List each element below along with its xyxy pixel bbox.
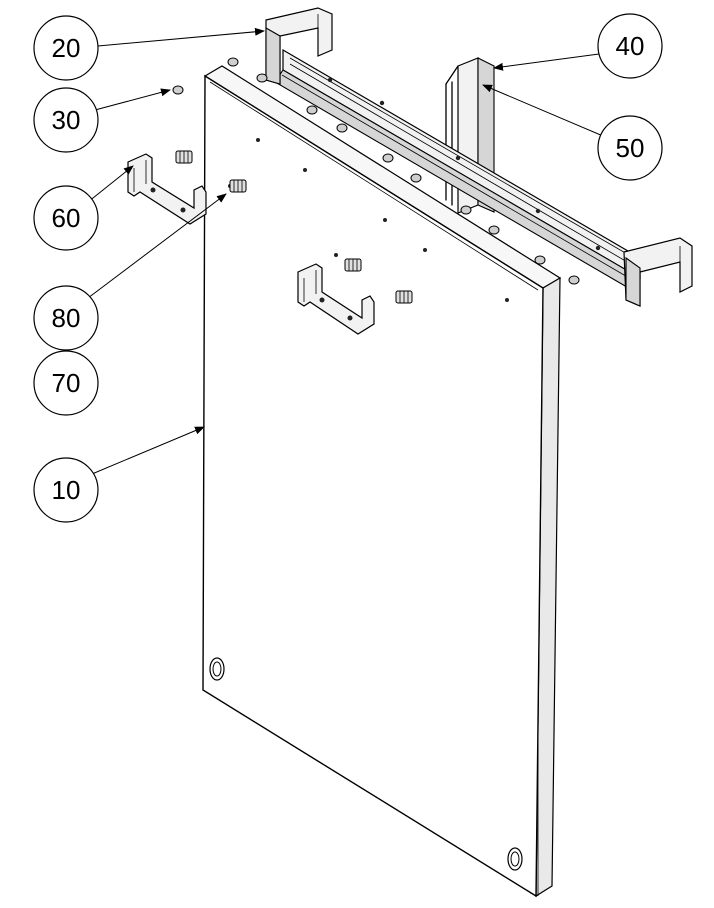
nuts [172, 57, 580, 285]
callout-60: 60 [33, 185, 99, 251]
u-bracket-upper [127, 153, 207, 225]
callout-80: 80 [33, 285, 99, 351]
u-bracket-lower [297, 263, 375, 335]
studs [175, 150, 413, 304]
callout-30: 30 [33, 87, 99, 153]
callout-20: 20 [33, 15, 99, 81]
callout-label-50: 50 [616, 133, 645, 163]
end-clip-left [265, 7, 333, 85]
callout-label-20: 20 [52, 33, 81, 63]
callout-50: 50 [597, 115, 663, 181]
callout-label-30: 30 [52, 105, 81, 135]
callout-40: 40 [597, 13, 663, 79]
callout-label-80: 80 [52, 303, 81, 333]
leader-lines [87, 27, 604, 475]
callout-label-10: 10 [52, 475, 81, 505]
callout-label-70: 70 [52, 368, 81, 398]
callout-70: 70 [33, 350, 99, 416]
callout-10: 10 [33, 457, 99, 523]
support-rail [274, 48, 641, 291]
end-clip-right [623, 237, 693, 307]
callout-label-60: 60 [52, 203, 81, 233]
callout-label-40: 40 [616, 31, 645, 61]
main-panel [202, 65, 562, 898]
